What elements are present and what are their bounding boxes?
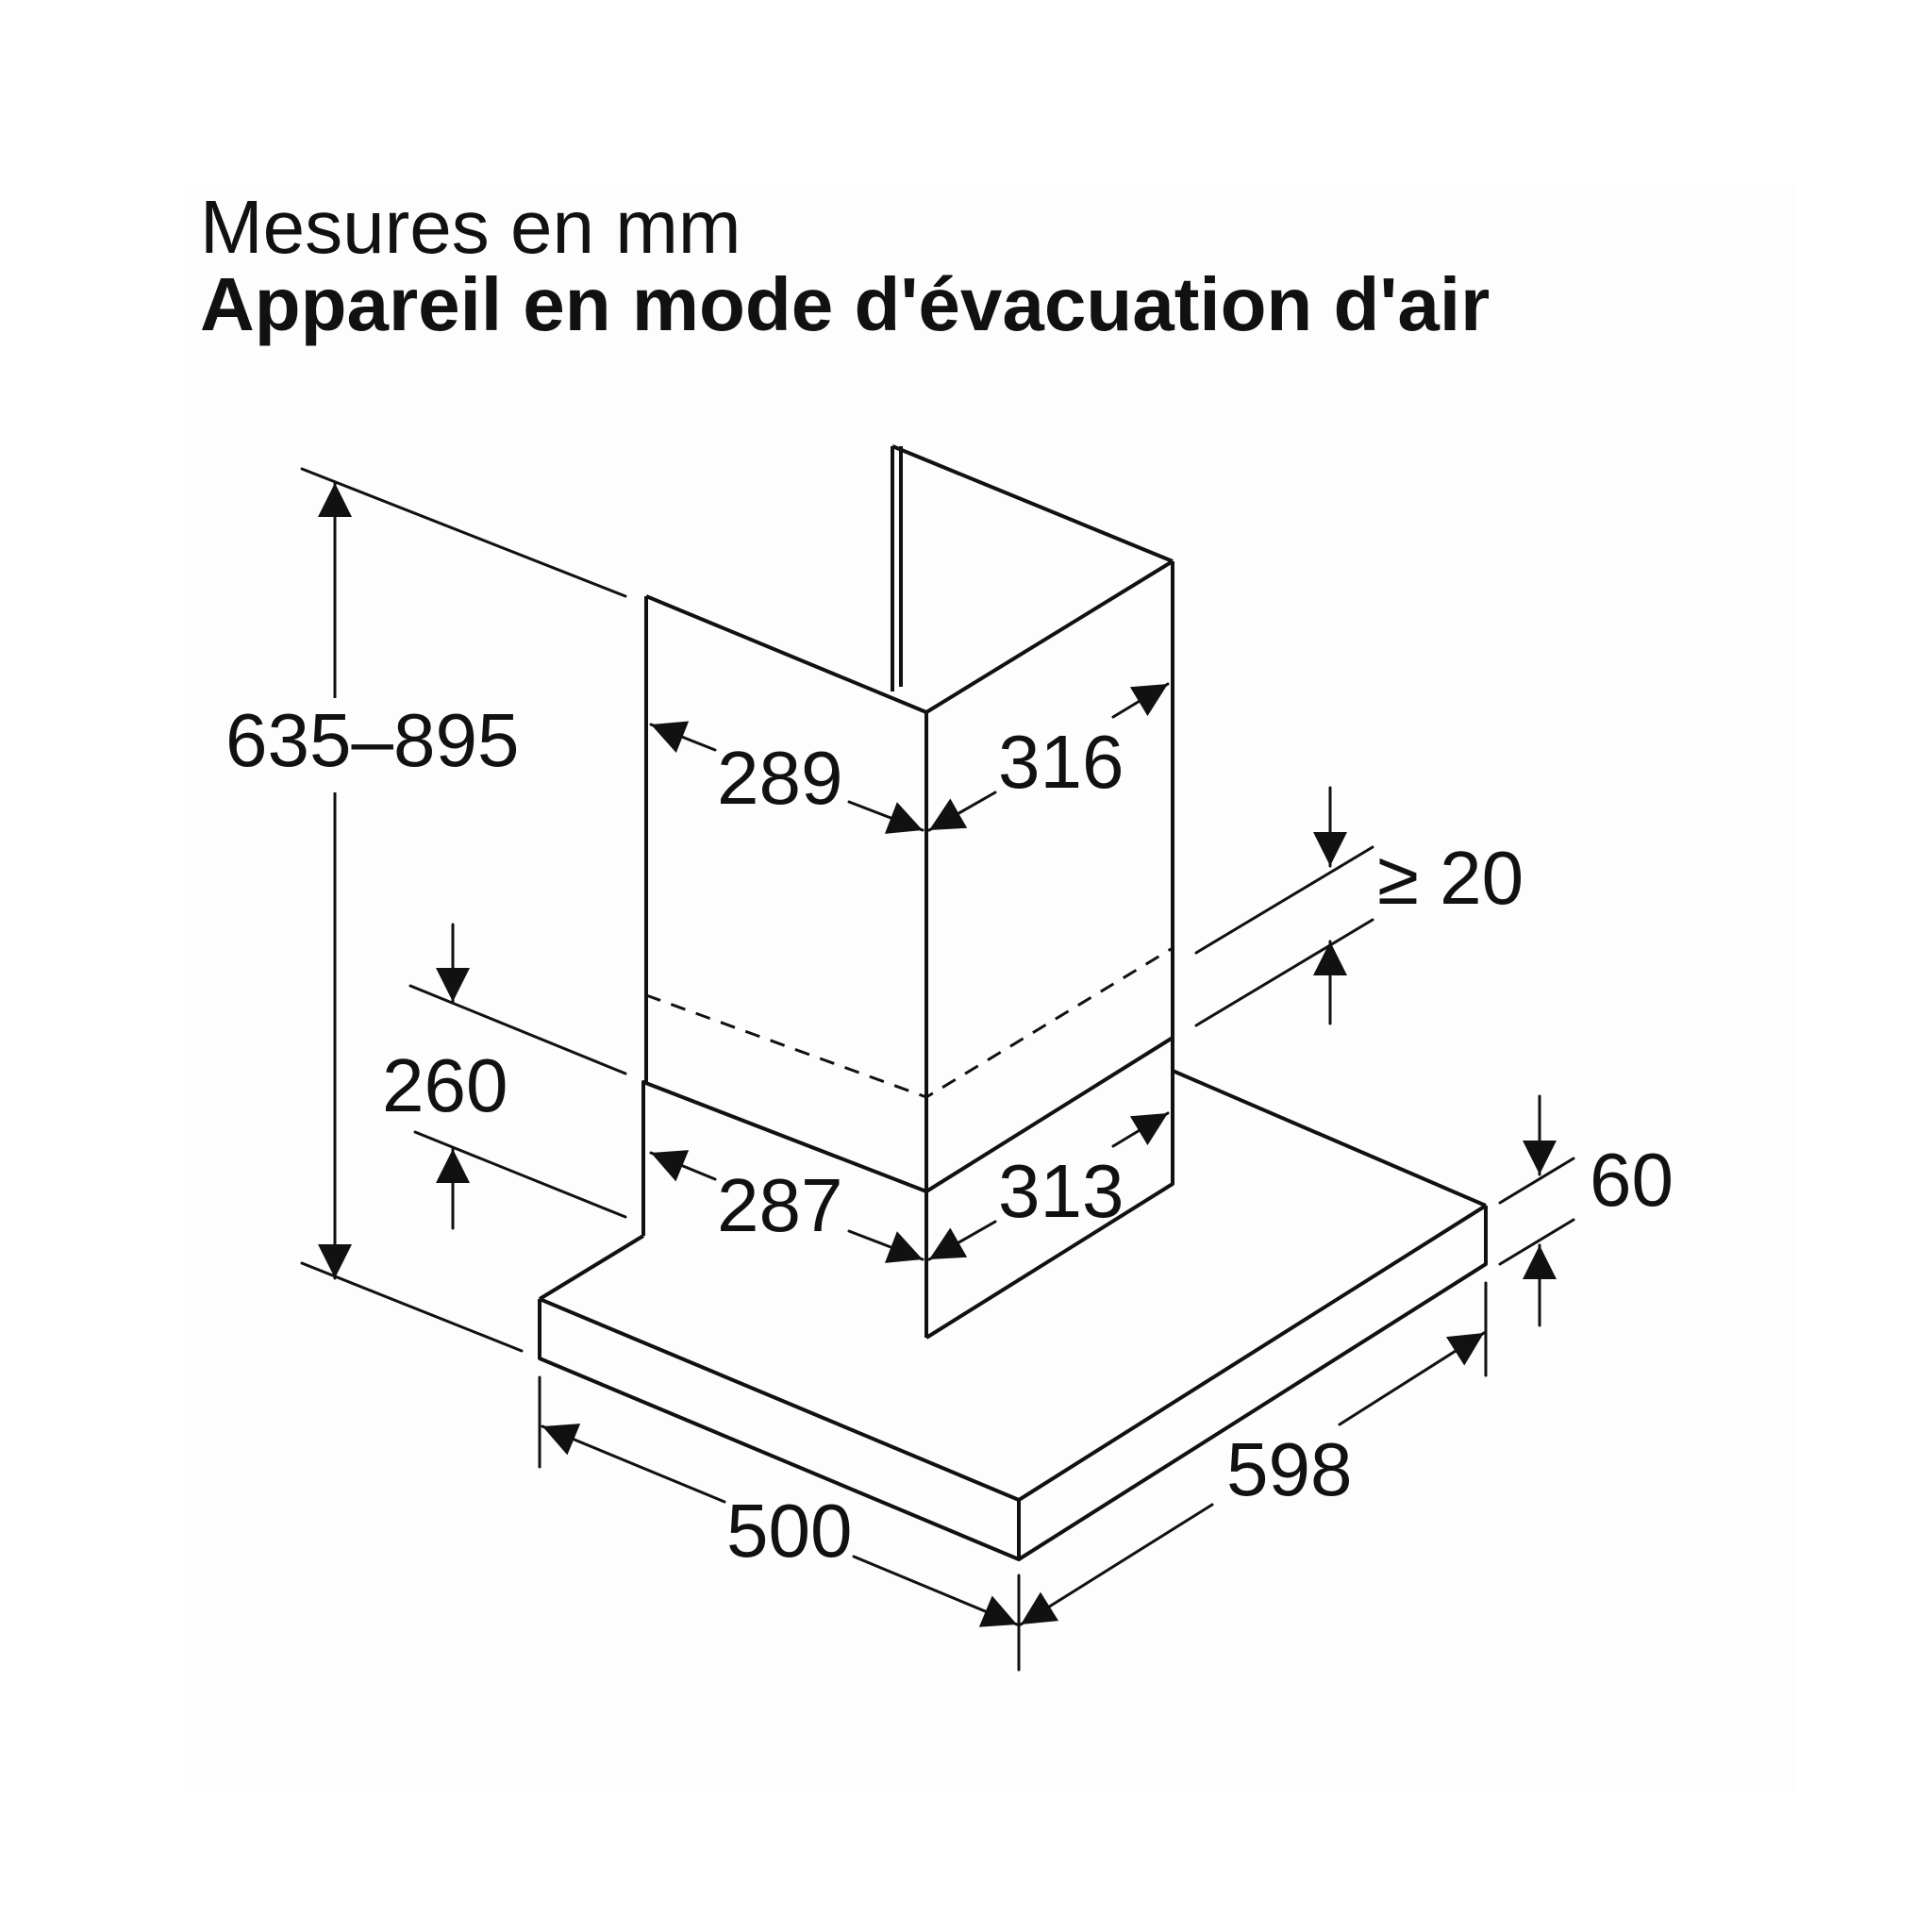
diagram-title: Appareil en mode d'évacuation d'air: [200, 262, 1491, 346]
chimney-lower-right-bottom: [924, 1071, 1174, 1340]
ext-line-60-top: [1498, 1157, 1575, 1205]
dim-hood-depth: 500: [538, 1375, 1021, 1672]
dim-label-313: 313: [998, 1149, 1124, 1233]
ext-line-260-bottom: [413, 1130, 627, 1219]
canopy-top-back-right-edge: [1172, 1069, 1487, 1208]
dim-label-260: 260: [382, 1043, 508, 1127]
dim-arrow-289-left: [649, 721, 717, 754]
dim-chimney-lower: 287 313: [649, 1111, 1170, 1263]
dim-arrow-598-right: [1338, 1331, 1486, 1426]
dim-arrow-500-right: [852, 1555, 1019, 1627]
dim-arrow-500-left: [541, 1424, 726, 1504]
dim-arrow-287-left: [649, 1150, 717, 1182]
dim-label-500: 500: [726, 1489, 852, 1573]
dim-arrow-287-right: [847, 1229, 924, 1263]
dim-arrow-598-left: [1019, 1503, 1214, 1626]
canopy-top-back-left-edge: [538, 1234, 645, 1301]
dim-arrow-316-right: [1111, 682, 1170, 719]
chimney-upper-top-left: [645, 594, 927, 714]
dim-label-598: 598: [1226, 1427, 1352, 1511]
dim-label-clearance: ≥ 20: [1377, 836, 1524, 920]
dim-hood-width: 598: [1019, 1281, 1488, 1626]
ext-line-top: [300, 467, 627, 598]
dim-arrow-313-right: [1111, 1111, 1170, 1148]
dim-arrow-289-right: [847, 800, 924, 834]
dim-label-60: 60: [1590, 1138, 1674, 1222]
ext-line-clearance-bottom: [1194, 918, 1374, 1027]
units-subtitle: Mesures en mm: [200, 185, 741, 269]
dim-arrow-313-left: [927, 1220, 997, 1261]
hood-canopy: [538, 1069, 1488, 1561]
chimney-upper-section: [644, 444, 1174, 1191]
dim-total-height: 635–895: [222, 467, 627, 1353]
chimney-upper-top-right: [924, 559, 1174, 714]
ext-line-60-bottom: [1498, 1218, 1575, 1266]
dim-arrow-316-left: [927, 791, 997, 832]
dim-label-287: 287: [717, 1163, 842, 1247]
dim-chimney-upper: 289 316: [649, 682, 1170, 834]
dim-hood-thickness: 60: [1498, 1094, 1674, 1327]
dim-label-total-height: 635–895: [225, 698, 519, 782]
dim-label-289: 289: [717, 736, 842, 820]
chimney-overlap-hidden-line: [645, 946, 1174, 1099]
title-block: Mesures en mm Appareil en mode d'évacuat…: [200, 189, 1490, 343]
dim-clearance: ≥ 20: [1194, 786, 1524, 1027]
dim-chimney-lower-height: 260: [382, 923, 627, 1230]
chimney-back-plate-top: [891, 444, 1174, 563]
dim-label-316: 316: [998, 720, 1124, 804]
label-backdrop: [222, 698, 533, 792]
